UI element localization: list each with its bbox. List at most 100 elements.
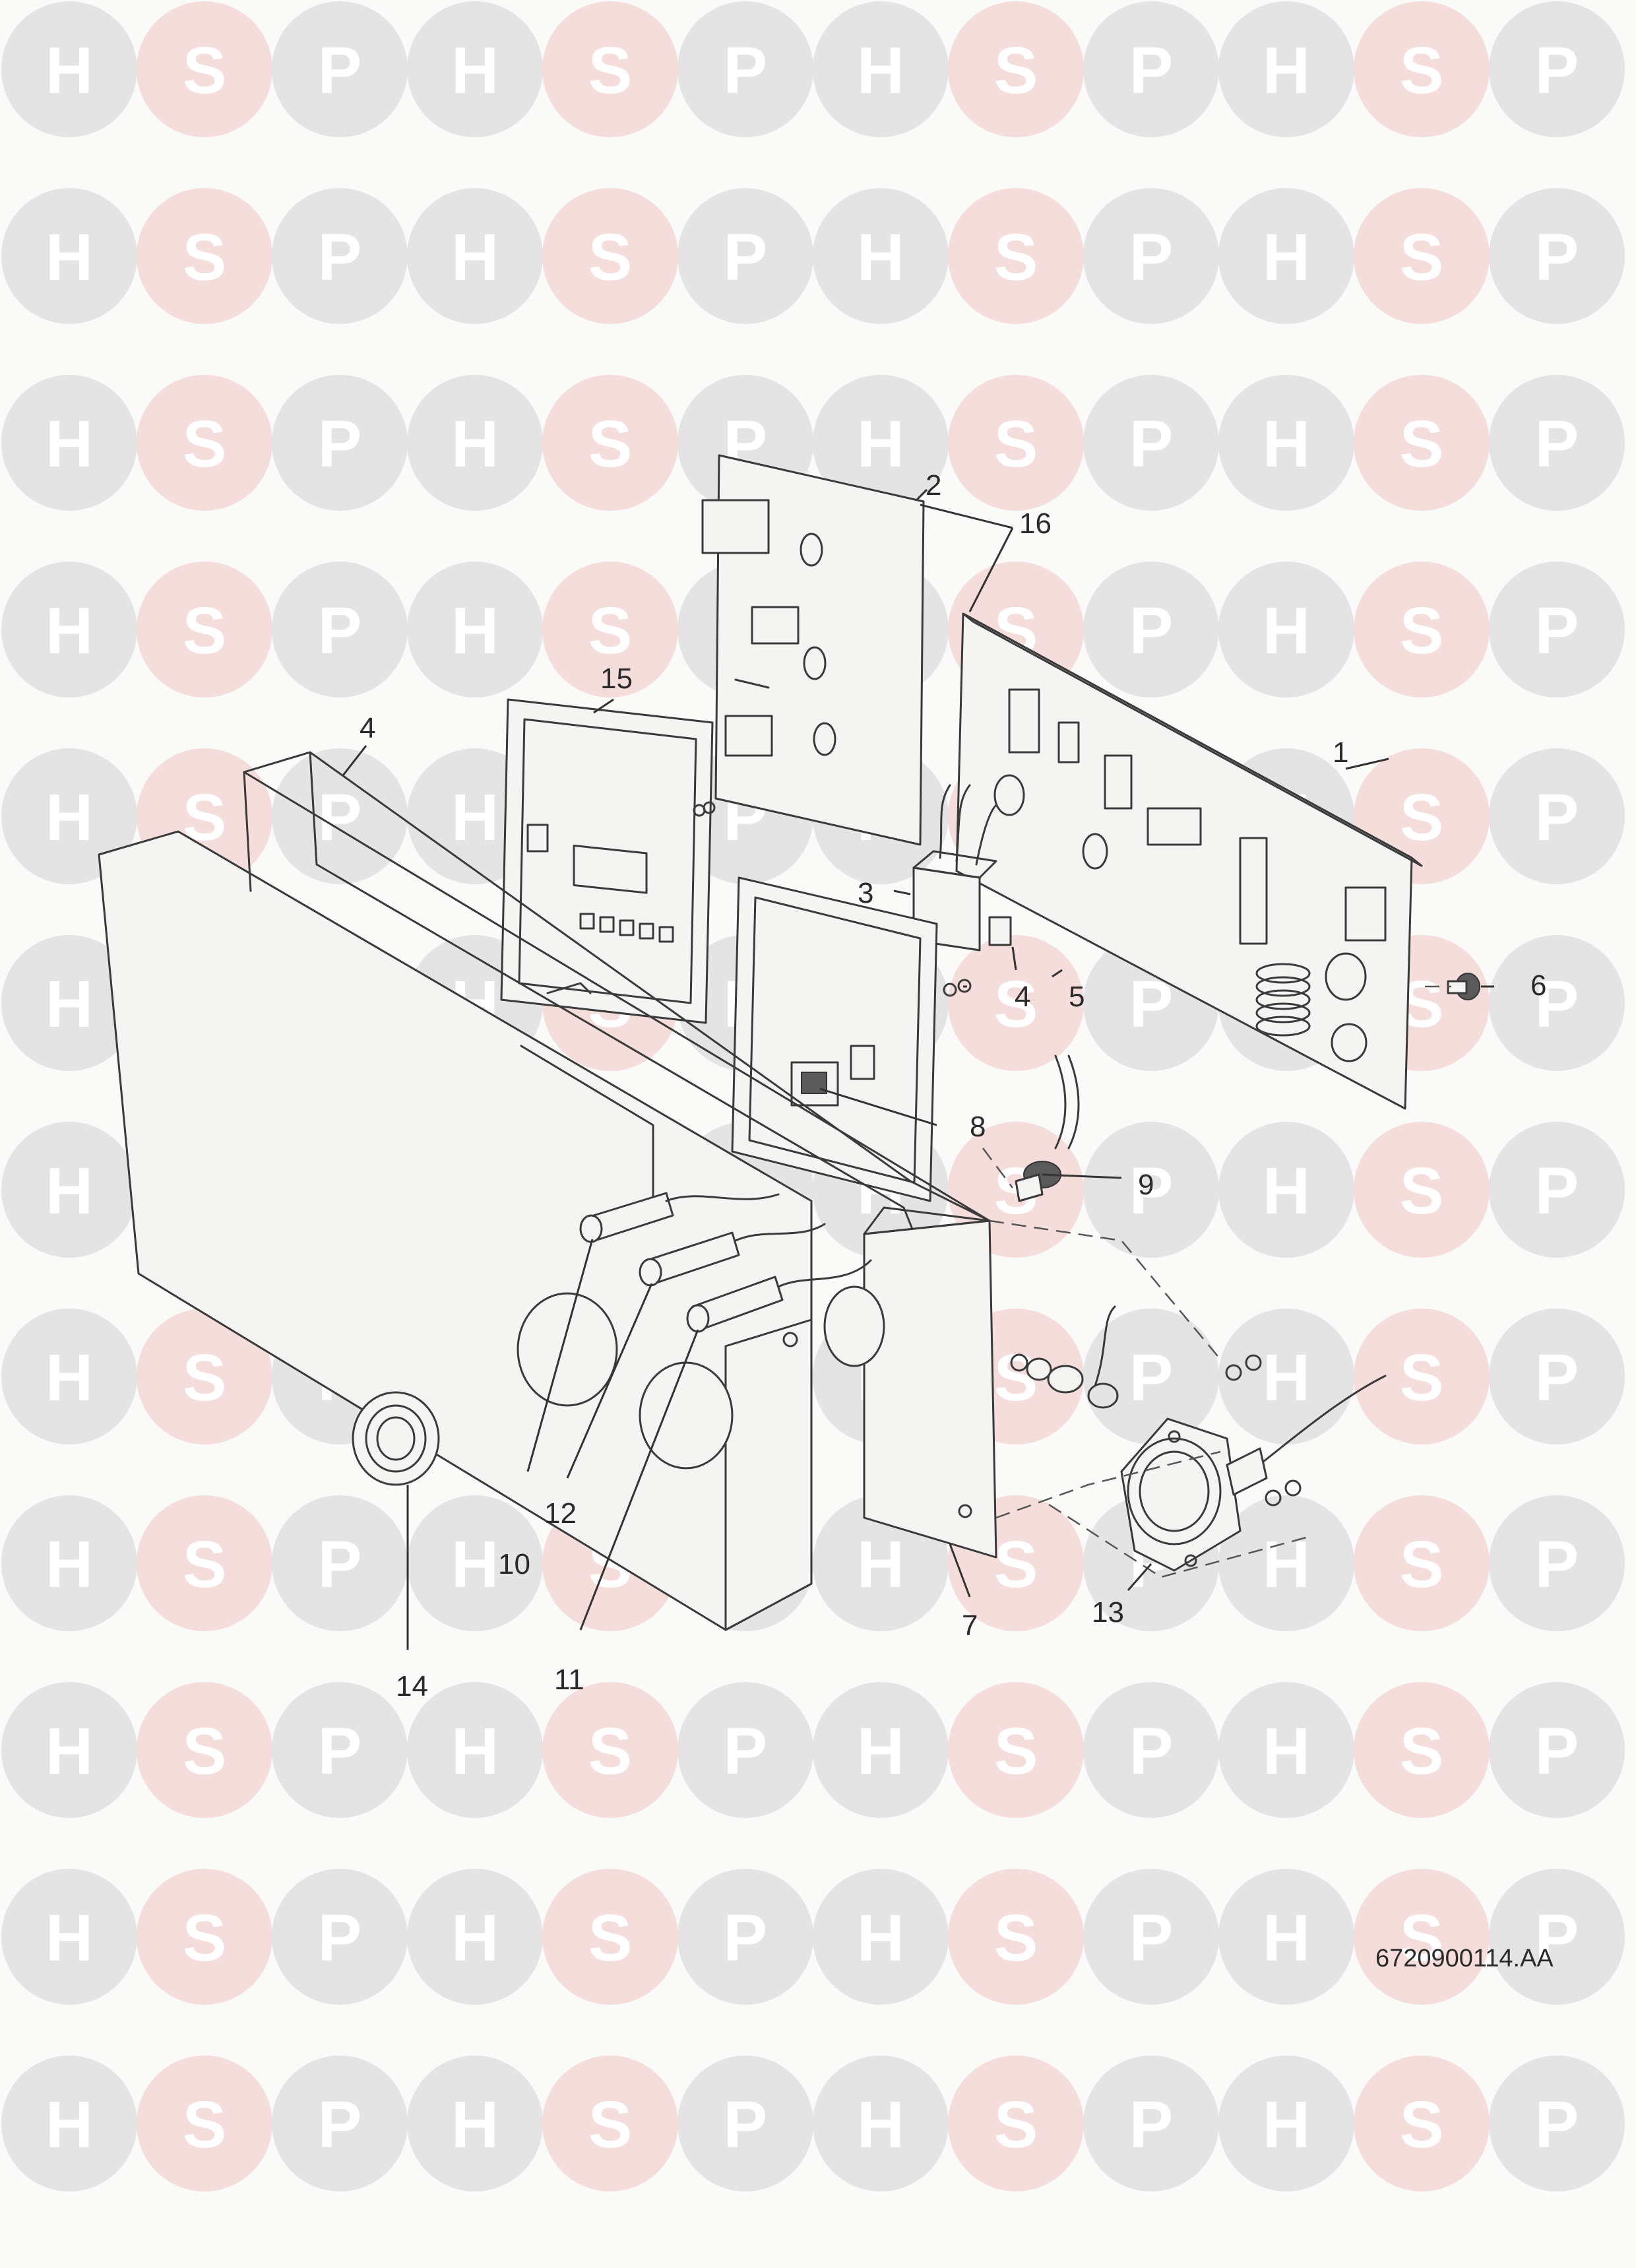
watermark-p-badge: P [272,562,408,697]
svg-text:S: S [588,1714,633,1788]
watermark-s-badge: S [542,1,678,137]
watermark-s-badge: S [542,562,678,697]
svg-text:H: H [451,1901,499,1975]
watermark-s-badge: S [1354,375,1490,511]
leader-lines [342,488,1494,1650]
svg-text:H: H [451,220,499,294]
watermark-s-badge: S [948,935,1084,1071]
svg-text:S: S [1400,2088,1444,2162]
watermark-h-badge: H [1,1,137,137]
watermark-p-badge: P [272,1,408,137]
svg-text:H: H [46,594,93,668]
callout-2: 2 [926,469,941,502]
svg-text:S: S [183,1528,227,1602]
svg-text:P: P [1535,1901,1579,1975]
watermark-p-badge: P [1083,188,1219,324]
svg-text:S: S [1400,781,1444,855]
watermark-p-badge: P [1083,375,1219,511]
svg-text:S: S [994,1714,1038,1788]
svg-text:P: P [724,220,768,294]
svg-text:S: S [588,1901,633,1975]
watermark-s-badge: S [137,2056,272,2191]
callout-7: 7 [962,1609,978,1642]
watermark-h-badge: H [1218,375,1354,511]
svg-text:S: S [1400,1341,1444,1415]
callout-1: 1 [1333,736,1348,769]
callout-15: 15 [600,663,633,695]
watermark-p-badge: P [272,188,408,324]
svg-text:P: P [1535,407,1579,481]
svg-text:H: H [451,407,499,481]
svg-text:H: H [46,220,93,294]
watermark-s-badge: S [137,1682,272,1818]
svg-text:H: H [1263,220,1310,294]
watermark-s-badge: S [542,2056,678,2191]
svg-text:S: S [588,2088,633,2162]
svg-text:P: P [1535,967,1579,1041]
watermark-h-badge: H [1218,1495,1354,1631]
svg-text:H: H [1263,407,1310,481]
svg-text:P: P [724,1901,768,1975]
watermark-p-badge: P [1083,1682,1219,1818]
watermark-p-badge: P [1489,1682,1625,1818]
svg-text:H: H [857,1901,904,1975]
watermark-p-badge: P [1489,1122,1625,1258]
callout-13: 13 [1092,1596,1124,1629]
watermark-h-badge: H [407,2056,543,2191]
svg-text:S: S [994,1901,1038,1975]
svg-text:S: S [1400,220,1444,294]
watermark-s-badge: S [948,1869,1084,2005]
watermark-s-badge: S [1354,1309,1490,1444]
watermark-s-badge: S [137,188,272,324]
svg-text:H: H [46,967,93,1041]
svg-text:P: P [724,34,768,108]
svg-text:H: H [857,1528,904,1602]
watermark-h-badge: H [1218,1682,1354,1818]
watermark-h-badge: H [407,1,543,137]
svg-text:S: S [1400,1528,1444,1602]
svg-text:P: P [318,594,362,668]
svg-text:S: S [183,594,227,668]
svg-text:P: P [1535,220,1579,294]
callout-6: 6 [1530,969,1546,1002]
watermark-p-badge: P [677,1682,813,1818]
svg-text:P: P [318,220,362,294]
svg-text:P: P [1535,1528,1579,1602]
svg-text:S: S [1400,1714,1444,1788]
svg-text:P: P [318,407,362,481]
svg-text:S: S [183,1901,227,1975]
svg-text:H: H [46,34,93,108]
svg-text:H: H [46,1901,93,1975]
svg-text:P: P [1129,1714,1174,1788]
svg-text:S: S [588,220,633,294]
svg-text:S: S [183,220,227,294]
watermark-p-badge: P [272,1682,408,1818]
part-15-control-panel [500,698,716,1024]
svg-text:P: P [318,34,362,108]
watermark-h-badge: H [1,1682,137,1818]
watermark-h-badge: H [1218,1,1354,137]
svg-text:P: P [318,1714,362,1788]
watermark-p-badge: P [272,748,408,884]
watermark-p-badge: P [1489,1309,1625,1444]
watermark-p-badge: P [1489,1869,1625,2005]
svg-text:P: P [1129,594,1174,668]
watermark-p-badge: P [1083,2056,1219,2191]
watermark-p-badge: P [1489,748,1625,884]
watermark-s-badge: S [137,1,272,137]
svg-text:S: S [183,2088,227,2162]
svg-text:H: H [451,594,499,668]
watermark-h-badge: H [813,188,949,324]
svg-text:S: S [588,594,633,668]
svg-text:H: H [46,781,93,855]
svg-text:P: P [1535,1341,1579,1415]
watermark-p-badge: P [1489,2056,1625,2191]
svg-text:S: S [1400,34,1444,108]
svg-text:S: S [183,1714,227,1788]
watermark-h-badge: H [1218,2056,1354,2191]
watermark-s-badge: S [542,1869,678,2005]
svg-text:P: P [318,1528,362,1602]
parts-10-11-12-cylinders [579,1192,872,1333]
svg-text:H: H [1263,1714,1310,1788]
watermark-s-badge: S [948,375,1084,511]
